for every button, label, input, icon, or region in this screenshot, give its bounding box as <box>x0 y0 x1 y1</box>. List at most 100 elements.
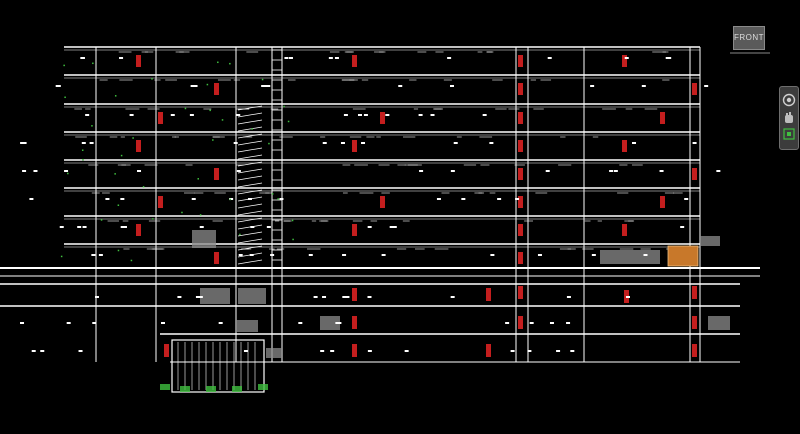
annotation-tag <box>284 57 289 59</box>
annotation-tag <box>92 322 97 324</box>
door-marker <box>622 224 627 236</box>
annotation-tag <box>430 114 435 116</box>
door-marker <box>136 55 141 67</box>
annotation-tag <box>529 322 534 324</box>
annotation-tag <box>218 322 223 324</box>
annotation-tag <box>624 57 629 59</box>
vegetation-dot <box>277 198 279 200</box>
annotation-tag <box>667 57 672 59</box>
stair-tread <box>237 119 263 125</box>
door-marker <box>518 196 523 208</box>
annotation-tag <box>98 254 103 256</box>
stair-tread <box>237 140 263 146</box>
annotation-tag <box>436 198 441 200</box>
annotation-tag <box>78 350 83 352</box>
annotation-tag <box>270 254 275 256</box>
viewcube-compass-icon <box>730 52 770 54</box>
viewcube[interactable]: FRONT <box>733 26 765 50</box>
annotation-tag <box>236 114 241 116</box>
annotation-tags <box>20 57 721 352</box>
annotation-tag <box>340 142 345 144</box>
annotation-tag <box>191 198 196 200</box>
annotation-tag <box>195 296 200 298</box>
annotation-tag <box>537 254 542 256</box>
annotation-tag <box>81 142 86 144</box>
annotation-tag <box>337 322 342 324</box>
annotation-tag <box>461 198 466 200</box>
door-marker <box>158 196 163 208</box>
annotation-tag <box>363 114 368 116</box>
stair-tread <box>237 112 263 118</box>
vegetation-dot <box>92 62 94 65</box>
annotation-tag <box>447 57 452 59</box>
annotation-tag <box>549 322 554 324</box>
annotation-tag <box>590 85 595 87</box>
steering-wheel-icon[interactable] <box>782 93 796 107</box>
vegetation-dot <box>81 149 84 151</box>
planter-mark <box>180 386 190 392</box>
annotation-tag <box>449 85 454 87</box>
door-marker <box>692 344 697 357</box>
door-marker <box>352 316 357 329</box>
zoom-extents-icon[interactable] <box>782 127 796 141</box>
planter-mark <box>160 384 170 390</box>
annotation-tag <box>105 198 110 200</box>
equipment-block <box>200 288 230 304</box>
annotation-tag <box>367 350 372 352</box>
annotation-tag <box>570 350 575 352</box>
vegetation-dot <box>184 107 187 110</box>
door-marker <box>214 252 219 264</box>
annotation-tag <box>64 170 69 172</box>
annotation-tag <box>625 296 630 298</box>
vegetation-dot <box>271 193 274 195</box>
annotation-tag <box>66 322 71 324</box>
annotation-tag <box>120 226 125 228</box>
stair-tread <box>237 175 263 181</box>
annotation-tag <box>233 142 238 144</box>
annotation-tag <box>190 85 195 87</box>
vegetation-dot <box>229 62 231 65</box>
door-marker <box>518 83 523 95</box>
door-marker <box>660 196 665 208</box>
annotation-tag <box>59 226 64 228</box>
planter-mark <box>206 386 216 392</box>
door-marker <box>214 83 219 95</box>
annotation-tag <box>313 296 318 298</box>
stair-tread <box>237 210 263 216</box>
door-marker <box>692 83 697 95</box>
annotation-tag <box>609 170 614 172</box>
stair-tread <box>237 105 263 111</box>
annotation-tag <box>335 322 340 324</box>
vegetation-dot <box>229 198 231 201</box>
vegetation-dot <box>82 158 84 161</box>
annotation-tag <box>343 114 348 116</box>
annotation-tag <box>20 322 25 324</box>
navigation-bar <box>779 86 799 150</box>
stair-tread <box>237 154 263 160</box>
door-marker <box>158 112 163 124</box>
annotation-tag <box>389 226 394 228</box>
annotation-tag <box>613 170 618 172</box>
annotation-tag <box>189 114 194 116</box>
vegetation-dot <box>181 211 183 214</box>
annotation-tag <box>122 226 127 228</box>
annotation-tag <box>288 57 293 59</box>
annotation-tag <box>250 226 255 228</box>
annotation-tag <box>566 322 571 324</box>
door-marker <box>518 252 523 264</box>
stair-tread <box>237 231 263 237</box>
pan-hand-icon[interactable] <box>782 111 796 125</box>
annotation-tag <box>77 226 82 228</box>
vegetation-dot <box>117 249 120 252</box>
door-marker <box>518 140 523 152</box>
door-markers <box>136 55 697 357</box>
annotation-tag <box>243 350 248 352</box>
door-marker <box>136 224 141 236</box>
annotation-tag <box>119 57 124 59</box>
stair-tread <box>237 182 263 188</box>
annotation-tag <box>198 296 203 298</box>
door-marker <box>136 140 141 152</box>
annotation-tag <box>419 170 424 172</box>
